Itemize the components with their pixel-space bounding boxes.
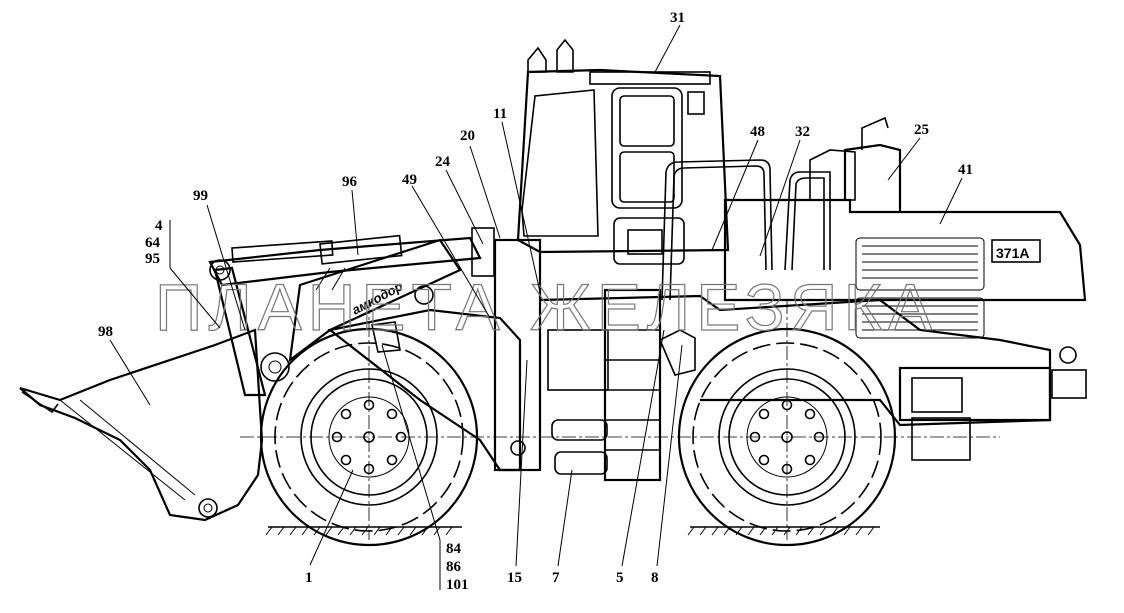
lift-cylinder	[231, 234, 403, 291]
callout-95: 95	[145, 251, 160, 267]
callout-25: 25	[914, 122, 929, 138]
callout-8: 8	[651, 570, 659, 586]
grille	[855, 237, 985, 339]
rear-frame	[539, 294, 1087, 461]
callout-49: 49	[402, 172, 417, 188]
centre-lines	[240, 300, 1000, 540]
callout-41: 41	[958, 162, 973, 178]
callout-31: 31	[670, 10, 685, 26]
engine-hood: 371А	[723, 116, 1087, 339]
cab	[516, 38, 730, 265]
rear-wheel	[677, 327, 897, 547]
callout-1: 1	[305, 570, 313, 586]
callout-99: 99	[193, 188, 208, 204]
callout-24: 24	[435, 154, 451, 170]
callout-5: 5	[616, 570, 624, 586]
callout-11: 11	[493, 106, 507, 122]
callout-96: 96	[342, 174, 358, 190]
callout-32: 32	[795, 124, 810, 140]
callout-84: 84	[446, 541, 462, 557]
bucket	[19, 328, 264, 522]
callout-20: 20	[460, 128, 475, 144]
callout-15: 15	[507, 570, 522, 586]
callout-4: 4	[155, 218, 163, 234]
articulation-drive	[547, 288, 696, 482]
front-wheel	[259, 327, 479, 547]
model-plate: 371А	[996, 245, 1029, 261]
callout-48: 48	[750, 124, 765, 140]
callout-64: 64	[145, 235, 161, 251]
callout-101: 101	[446, 577, 469, 593]
callout-7: 7	[552, 570, 560, 586]
callout-86: 86	[446, 559, 462, 575]
handrails	[661, 159, 831, 301]
leader-lines	[109, 24, 963, 590]
callouts: 31 25 41 48 32 11 20 24 49 96 99 4 64 95…	[98, 10, 973, 593]
front-wheel-bolts	[331, 399, 407, 475]
callout-98: 98	[98, 324, 113, 340]
watermark: ПЛАНЕТА ЖЕЛЕЗЯКА	[155, 270, 938, 344]
